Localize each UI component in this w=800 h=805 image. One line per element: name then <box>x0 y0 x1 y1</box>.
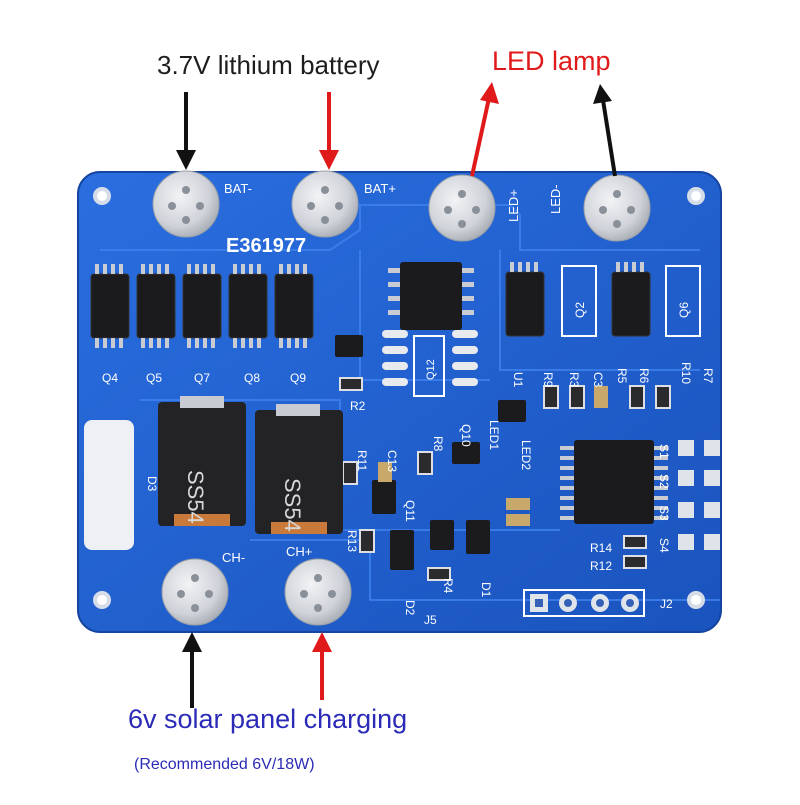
board-model: E361977 <box>226 235 306 257</box>
silk-s2: S2 <box>657 474 671 489</box>
arrow-ch-plus <box>312 632 332 700</box>
silk-q2: Q2 <box>573 302 587 318</box>
pad-bat-minus <box>152 170 220 238</box>
silk-r7: R7 <box>701 368 715 384</box>
led-lamp-label: LED lamp <box>492 46 611 76</box>
silk-s3: S3 <box>657 506 671 521</box>
solar-label: 6v solar panel charging <box>128 704 408 734</box>
silk-q8: Q8 <box>244 371 260 385</box>
smd-pad-array <box>382 330 478 386</box>
pad-led-plus <box>428 174 496 242</box>
silk-s4: S4 <box>657 538 671 553</box>
arrow-led-minus <box>593 84 617 177</box>
silk-r6: R6 <box>637 368 651 384</box>
silk-q10: Q10 <box>459 424 473 447</box>
arrow-led-plus <box>470 82 499 177</box>
silk-q9: Q9 <box>290 371 306 385</box>
silk-d1: D1 <box>479 582 493 598</box>
silk-u1: U1 <box>511 372 525 388</box>
header-j2 <box>523 589 645 617</box>
small-transistors <box>335 335 526 570</box>
smd-passives <box>339 377 671 581</box>
diode-ss54-left: SS54 <box>158 396 246 526</box>
silk-r9: R9 <box>541 372 555 388</box>
silk-d2: D2 <box>403 600 417 616</box>
silk-led2: LED2 <box>519 440 533 470</box>
ic-u2 <box>388 262 474 330</box>
switch-pads <box>678 440 720 550</box>
silk-j2: J2 <box>660 597 673 611</box>
silk-bat-plus: BAT+ <box>364 181 396 196</box>
silk-led1: LED1 <box>487 420 501 450</box>
silk-r8: R8 <box>431 436 445 452</box>
silk-r3: R3 <box>567 372 581 388</box>
silk-q6: Q6 <box>677 302 691 318</box>
silk-q11: Q11 <box>403 500 417 522</box>
recommended-label: (Recommended 6V/18W) <box>134 756 315 773</box>
mosfet-row <box>90 262 701 348</box>
silk-q7: Q7 <box>194 371 210 385</box>
silk-r14: R14 <box>590 541 612 555</box>
ss54-left-label: SS54 <box>183 470 208 524</box>
mounting-holes <box>93 187 705 609</box>
pad-led-minus <box>583 174 651 242</box>
silk-r12: R12 <box>590 559 612 573</box>
arrow-ch-minus <box>182 632 202 708</box>
silk-r11: R11 <box>355 450 369 471</box>
diode-ss54-right: SS54 <box>255 404 343 534</box>
silk-ch-minus: CH- <box>222 550 245 565</box>
silk-q5: Q5 <box>146 371 162 385</box>
silk-r4: R4 <box>441 578 455 594</box>
ss54-right-label: SS54 <box>280 478 305 532</box>
silk-r13: R13 <box>345 530 359 552</box>
silk-d3: D3 <box>145 476 159 492</box>
pad-bat-plus <box>291 170 359 238</box>
silk-r2: R2 <box>350 399 366 413</box>
silk-c3: C3 <box>591 372 605 388</box>
microcontroller <box>560 440 668 524</box>
silk-c13: C13 <box>385 450 399 472</box>
arrow-bat-plus <box>319 92 339 170</box>
white-sticker <box>84 420 134 550</box>
silk-led-minus: LED- <box>548 184 563 214</box>
battery-label: 3.7V lithium battery <box>157 50 380 80</box>
silk-r5: R5 <box>615 368 629 384</box>
silk-j5: J5 <box>424 613 437 627</box>
silk-ch-plus: CH+ <box>286 544 312 559</box>
silk-s1: S1 <box>657 444 671 459</box>
pad-ch-minus <box>161 558 229 626</box>
silk-q4: Q4 <box>102 371 118 385</box>
silk-led-plus: LED+ <box>506 189 521 222</box>
silk-bat-minus: BAT- <box>224 181 252 196</box>
pad-ch-plus <box>284 558 352 626</box>
silk-q12: Q12 <box>425 359 437 380</box>
silk-r10: R10 <box>679 362 693 384</box>
arrow-bat-minus <box>176 92 196 170</box>
